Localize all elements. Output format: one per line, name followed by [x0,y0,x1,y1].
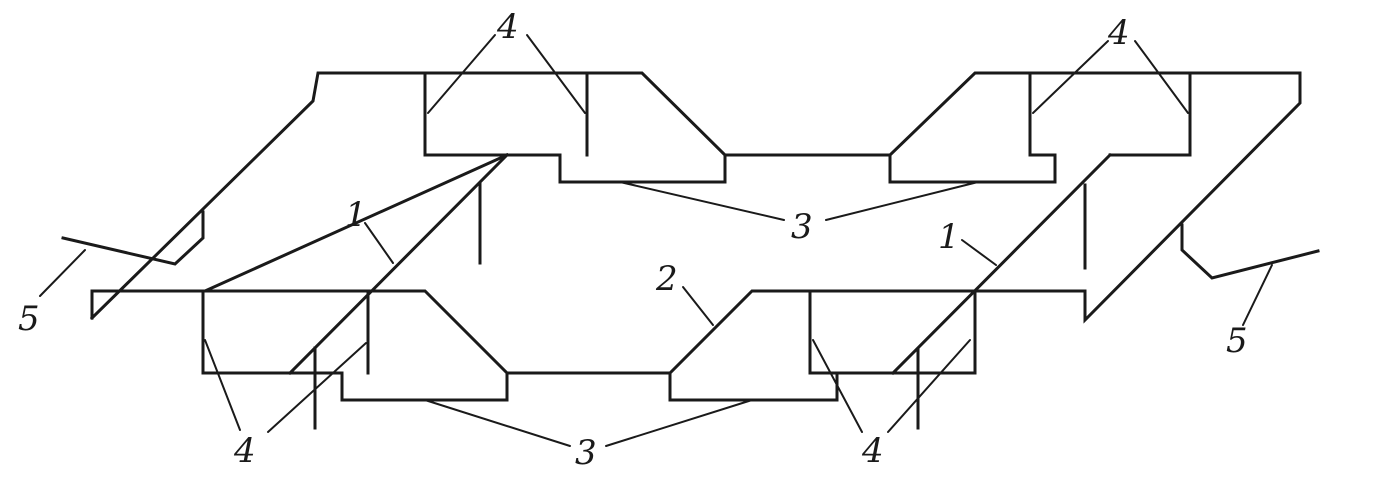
leader-3-bottom-a [424,399,571,447]
callout-2: 2 [655,259,678,299]
upper-right-plate [723,71,1302,324]
callout-1-right: 1 [938,217,960,257]
leader-4-top-right-b [1134,40,1189,114]
hook-left-outline [61,210,205,266]
hook-left [61,210,205,266]
leader-4-top-right-a [1032,40,1109,114]
upper-left-plate-outline [89,71,727,321]
lower-left-plate-outline [90,289,509,402]
leader-lines [39,34,1273,447]
lower-left-diagonal [287,152,510,376]
callout-labels: 4 4 3 1 1 2 5 5 4 3 4 [18,7,1248,473]
callout-5-right: 5 [1226,321,1248,361]
leader-5-left [39,249,86,297]
leader-1-right [961,239,997,266]
leader-3-top-a [619,181,785,221]
lower-right-plate-outline [505,289,977,402]
callout-4-top-right: 4 [1107,13,1130,53]
leader-4-top-left-a [427,34,496,114]
callout-3-top: 3 [791,207,813,247]
callout-4-top-left: 4 [496,7,519,47]
lower-right-diagonal [890,152,1113,376]
hook-right-outline [1180,223,1320,280]
leader-3-top-b [825,181,979,221]
callout-3-bottom: 3 [575,433,597,473]
leader-3-bottom-b [605,399,753,447]
upper-right-plate-outline [723,71,1302,324]
leader-4-top-left-b [526,34,586,114]
callout-4-bottom-right: 4 [861,431,884,471]
callout-5-left: 5 [18,299,40,339]
leader-2 [682,286,714,326]
leader-4-bottom-left-a [204,339,241,431]
upper-left-plate [89,71,727,321]
leader-4-bottom-right-b [887,339,971,433]
leader-4-bottom-left-b [267,342,367,433]
leader-1-left [364,222,394,264]
leader-4-bottom-right-a [812,339,863,433]
callout-4-bottom-left: 4 [233,431,256,471]
callout-1-left: 1 [345,195,367,235]
lower-left-plate [90,152,510,430]
hook-right [1180,223,1320,280]
leader-5-right [1242,264,1273,326]
